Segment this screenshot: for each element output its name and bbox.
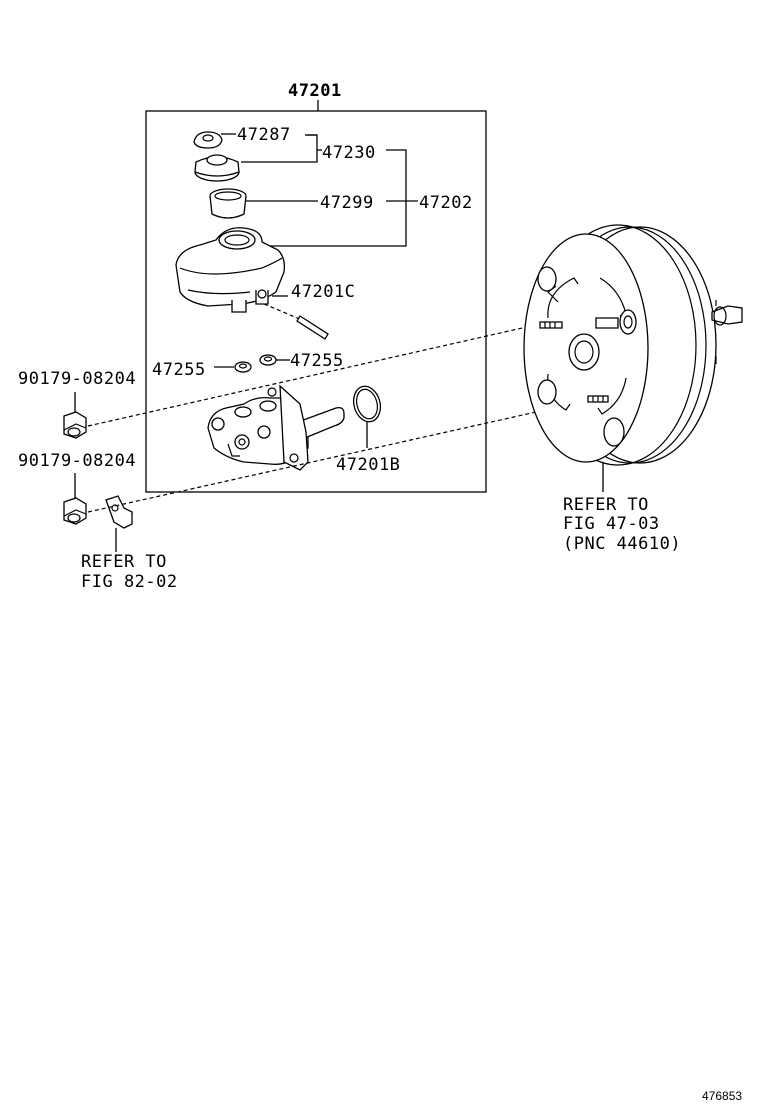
label-90179-top: 90179-08204 bbox=[18, 369, 136, 389]
figure-number: 476853 bbox=[702, 1089, 742, 1103]
label-47202: 47202 bbox=[419, 193, 473, 213]
reservoir-tank-part bbox=[175, 227, 286, 313]
label-47201: 47201 bbox=[288, 81, 342, 101]
strainer-part bbox=[209, 188, 247, 219]
label-47230: 47230 bbox=[322, 143, 376, 163]
refer-booster-line3: (PNC 44610) bbox=[563, 534, 681, 554]
refer-booster-line1: REFER TO bbox=[563, 495, 649, 515]
grommet-right-part bbox=[259, 354, 277, 366]
label-47201c: 47201C bbox=[291, 282, 355, 302]
o-ring-inner bbox=[355, 388, 379, 420]
grommet-left-part bbox=[234, 361, 252, 373]
label-90179-bottom: 90179-08204 bbox=[18, 451, 136, 471]
bracket-47202-group bbox=[260, 149, 407, 247]
refer-booster-line2: FIG 47-03 bbox=[563, 514, 660, 534]
label-47255-right: 47255 bbox=[290, 351, 344, 371]
reservoir-cap-part bbox=[194, 154, 240, 182]
label-47255-left: 47255 bbox=[152, 360, 206, 380]
align-line-bottom bbox=[87, 399, 591, 513]
cap-clip-part bbox=[193, 131, 223, 149]
pin-47201c-part bbox=[296, 315, 329, 340]
align-line-top bbox=[87, 323, 541, 427]
master-cylinder-part bbox=[207, 384, 345, 471]
label-47201b: 47201B bbox=[336, 455, 400, 475]
refer-bracket-line1: REFER TO bbox=[81, 552, 167, 572]
mount-bracket-part bbox=[105, 495, 133, 529]
label-47299: 47299 bbox=[320, 193, 374, 213]
label-47287: 47287 bbox=[237, 125, 291, 145]
pin-leader-dash bbox=[263, 303, 303, 321]
refer-bracket-line2: FIG 82-02 bbox=[81, 572, 178, 592]
assembly-box bbox=[145, 110, 487, 493]
nut-top-part bbox=[63, 411, 87, 439]
brake-booster-part bbox=[523, 224, 743, 466]
nut-bottom-part bbox=[63, 497, 87, 525]
